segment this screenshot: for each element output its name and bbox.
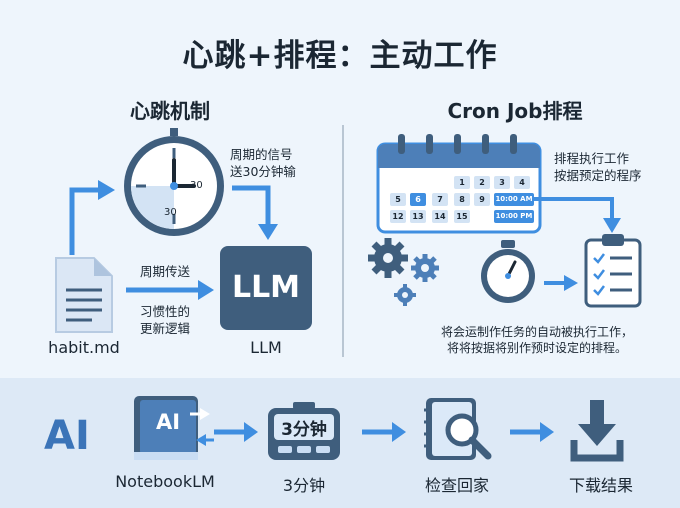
clock-mark-30-a: 30 [190,180,203,191]
cron-title: Cron Job排程 [447,99,583,123]
section-divider [342,125,344,357]
calendar-day-cell: 4 [514,176,530,189]
magnifier-icon [424,398,492,460]
calendar-day-cell: 8 [454,193,470,206]
calendar-to-checklist-arrow [532,197,614,220]
file-label: habit.md [48,338,120,357]
calendar-day-cell: 12 [390,210,406,223]
llm-label: LLM [250,338,282,357]
ai-mark: AI [44,413,90,459]
review-label: 检查回家 [424,476,489,495]
notebook-icon [134,396,198,460]
cron-description: 将会运制作任务的自动被执行工作， 将将按据将别作预时设定的排程。 [440,325,633,355]
file-to-clock-arrow [69,187,100,255]
notebook-label: NotebookLM [115,472,215,491]
checklist-icon [584,234,642,308]
clock-mark-30-b: 30 [164,207,177,218]
download-label: 下载结果 [568,476,633,495]
habit-note: 习惯性的 更新逻辑 [140,304,191,336]
llm-box-text: LLM [231,270,301,305]
file-to-clock-arrowhead [98,180,115,200]
notebook-icon-text: AI [155,410,181,434]
timer-display-text: 3分钟 [281,420,327,440]
stopwatch-to-checklist-arrowhead [564,275,578,291]
calendar-day-cell: 9 [474,193,490,206]
heartbeat-title: 心跳机制 [130,99,210,123]
clock-to-llm-arrowhead [258,224,278,240]
gears-icon [368,238,439,306]
calendar-day-cell: 3 [494,176,510,189]
file-to-llm-arrowhead [198,280,214,300]
calendar-day-cell: 6 [410,193,426,206]
calendar-time-cell: 10:00 AM [494,193,534,206]
timer-label: 3分钟 [282,476,326,495]
page-title: 心跳+排程：主动工作 [182,38,498,74]
llm-box [220,246,312,330]
calendar-day-cell: 5 [390,193,406,206]
calendar-day-cell: 14 [432,210,448,223]
clock-icon [124,128,224,236]
download-icon [570,400,624,462]
calendar-time-cell: 10:00 PM [494,210,534,223]
schedule-note: 排程执行工作 按据预定的程序 [554,151,642,183]
calendar-day-cell: 2 [474,176,490,189]
calendar-day-cell: 13 [410,210,426,223]
signal-note: 周期的信号 送30分钟输 [230,147,296,179]
calendar-day-cell: 1 [454,176,470,189]
document-icon [55,257,113,333]
calendar-day-cell: 7 [432,193,448,206]
clock-to-llm-arrow [232,185,271,226]
heartbeat-diagram [55,128,312,333]
calendar-to-checklist-arrowhead [603,218,621,233]
calendar-day-cell: 15 [454,210,470,223]
timer-icon [268,402,340,460]
transfer-label: 周期传送 [140,264,191,279]
stopwatch-icon [481,240,535,303]
